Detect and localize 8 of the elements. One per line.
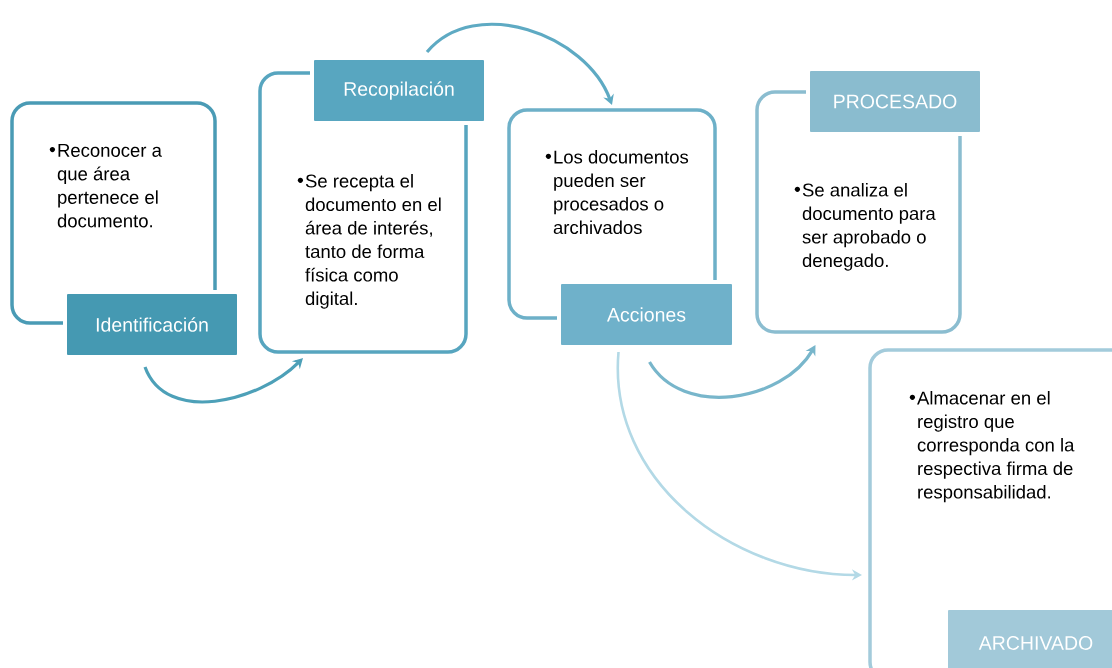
title-box: Recopilación [310,56,488,125]
curved-arrow [143,358,303,404]
curved-arrow [425,22,614,105]
title-box: PROCESADO [806,67,984,136]
title-box: Identificación [63,290,241,359]
title-box: Acciones [557,280,736,349]
curved-arrow [648,345,816,399]
title-box: ARCHIVADO [944,606,1112,668]
